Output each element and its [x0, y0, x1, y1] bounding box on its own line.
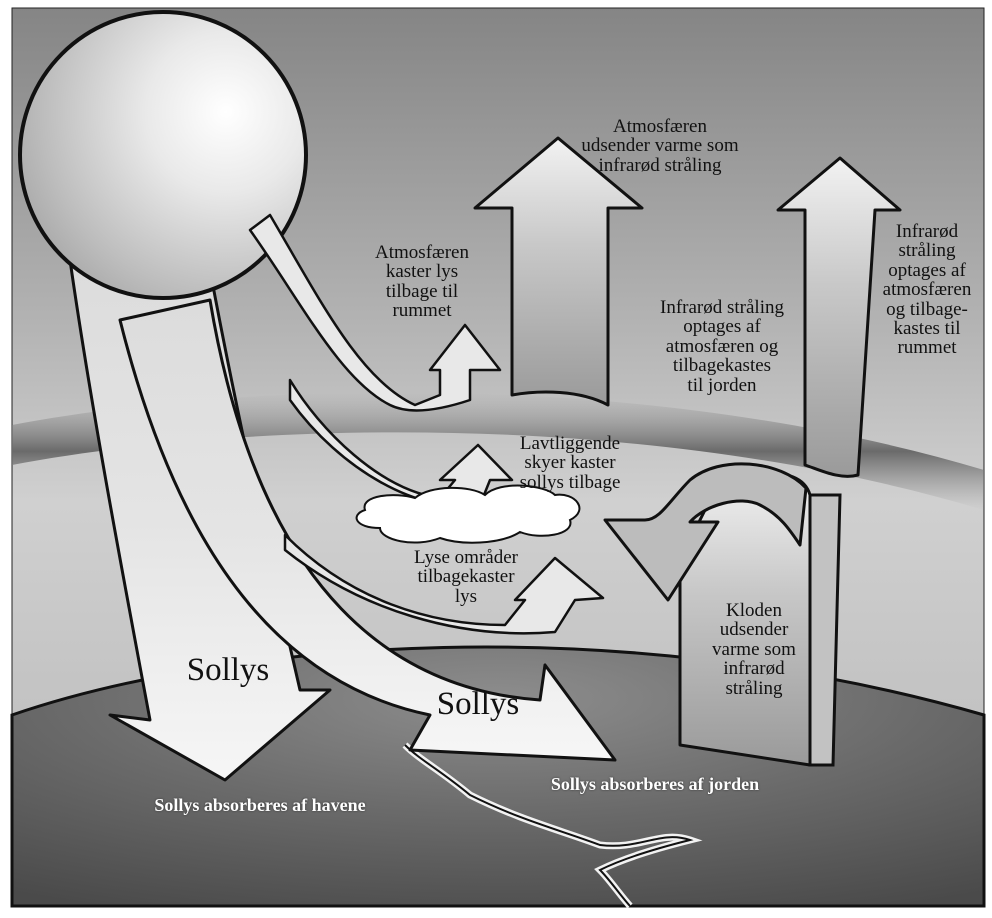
label-line: Sollys	[428, 688, 528, 722]
label-line: varme som	[694, 640, 814, 659]
label-line: sollys tilbage	[490, 473, 650, 492]
label-line: rummet	[352, 301, 492, 320]
label-ir-to-space: Infrarød stråling optages af atmosfæren …	[868, 222, 986, 358]
label-earth-emits: Kloden udsender varme som infrarød strål…	[694, 601, 814, 698]
label-line: tilbagekastes	[632, 356, 812, 375]
label-line: Lavtliggende	[490, 434, 650, 453]
label-line: Kloden	[694, 601, 814, 620]
label-line: kaster lys	[352, 262, 492, 281]
label-line: Atmosfæren	[540, 117, 780, 136]
label-line: Sollys absorberes af havene	[110, 796, 410, 814]
label-line: kastes til	[868, 319, 986, 338]
label-line: rummet	[868, 338, 986, 357]
label-line: tilbage til	[352, 282, 492, 301]
label-line: optages af	[632, 317, 812, 336]
label-line: Atmosfæren	[352, 243, 492, 262]
label-line: Sollys	[178, 654, 278, 688]
label-ir-back-to-earth: Infrarød stråling optages af atmosfæren …	[632, 298, 812, 395]
label-line: Infrarød	[868, 222, 986, 241]
label-atmosphere-emits: Atmosfæren udsender varme som infrarød s…	[540, 117, 780, 175]
label-line: infrarød	[694, 659, 814, 678]
label-line: stråling	[868, 241, 986, 260]
label-line: stråling	[694, 679, 814, 698]
label-absorbed-oceans: Sollys absorberes af havene	[110, 796, 410, 814]
label-line: udsender	[694, 620, 814, 639]
label-line: optages af	[868, 261, 986, 280]
label-line: atmosfæren	[868, 280, 986, 299]
sun-icon	[20, 12, 306, 298]
label-absorbed-land: Sollys absorberes af jorden	[500, 775, 810, 793]
label-sunlight-right: Sollys	[428, 688, 528, 722]
label-line: og tilbage-	[868, 300, 986, 319]
label-line: infrarød stråling	[540, 156, 780, 175]
label-line: lys	[400, 587, 532, 606]
label-clouds-reflect: Lavtliggende skyer kaster sollys tilbage	[490, 434, 650, 492]
ir-to-space-arrow-shaft	[810, 495, 840, 765]
label-line: Infrarød stråling	[632, 298, 812, 317]
label-line: tilbagekaster	[400, 567, 532, 586]
cloud-icon	[357, 486, 580, 543]
label-atmosphere-reflects: Atmosfæren kaster lys tilbage til rummet	[352, 243, 492, 321]
label-line: atmosfæren og	[632, 337, 812, 356]
label-line: til jorden	[632, 376, 812, 395]
label-line: skyer kaster	[490, 453, 650, 472]
label-line: Sollys absorberes af jorden	[500, 775, 810, 793]
label-line: udsender varme som	[540, 136, 780, 155]
label-line: Lyse områder	[400, 548, 532, 567]
label-sunlight-left: Sollys	[178, 654, 278, 688]
label-bright-areas-reflect: Lyse områder tilbagekaster lys	[400, 548, 532, 606]
